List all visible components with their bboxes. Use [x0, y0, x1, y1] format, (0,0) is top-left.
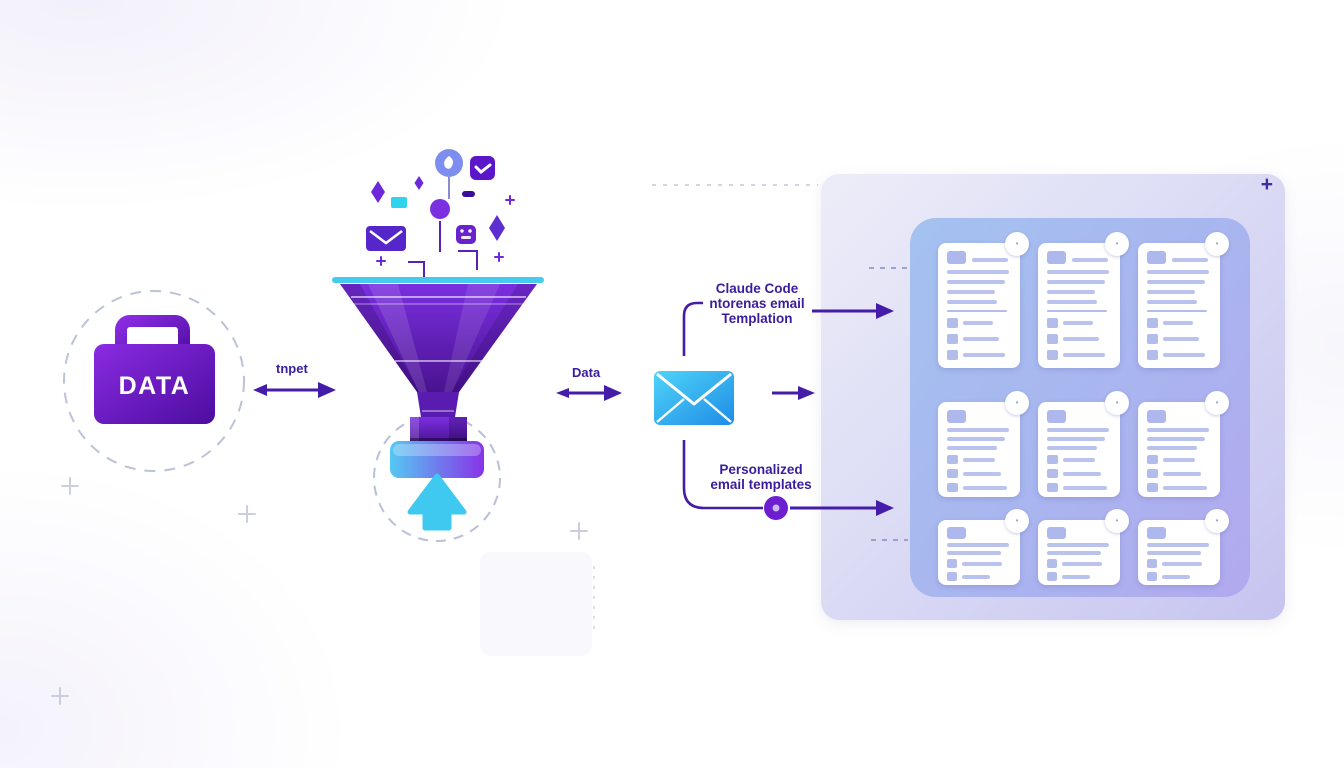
card-badge: • [1005, 232, 1029, 256]
up-arrow-icon [407, 473, 467, 531]
card-badge: • [1205, 509, 1229, 533]
top-note-line2: ntorenas email [709, 296, 805, 312]
bottom-note: Personalized email templates [686, 462, 836, 492]
template-card: • [1038, 391, 1129, 497]
card-row: • • • [938, 509, 1229, 585]
plus-icon: + [1260, 173, 1273, 196]
funnel-input-icons [366, 149, 515, 277]
pin-circle-icon [435, 149, 463, 177]
bottom-note-line1: Personalized [719, 462, 803, 477]
card-row: • • • [938, 232, 1229, 368]
card-badge: • [1105, 391, 1129, 415]
ghost-card [480, 552, 592, 656]
mail-icon [366, 226, 406, 251]
card-badge: • [1105, 509, 1129, 533]
top-note-line1: Claude Code [715, 281, 799, 296]
card-logo-chip [947, 251, 966, 264]
input-arrow-label: tnpet [276, 361, 308, 376]
data-arrow [556, 385, 622, 401]
templates-outer-panel: + • • • • • • • • • [821, 173, 1285, 620]
card-row: • • • [938, 391, 1229, 497]
card-logo-chip [1147, 251, 1166, 264]
card-badge: • [1205, 391, 1229, 415]
top-note: Claude Code ntorenas email Templation [682, 281, 832, 326]
card-badge: • [1205, 232, 1229, 256]
robot-icon [456, 225, 476, 244]
template-card: • [1038, 509, 1129, 585]
card-logo-chip [1147, 527, 1166, 539]
check-square-icon [470, 156, 495, 180]
card-logo-chip [1047, 410, 1066, 423]
template-card: • [938, 391, 1029, 497]
cyan-chip-icon [391, 197, 407, 208]
card-logo-chip [947, 527, 966, 539]
funnel-icon [332, 277, 544, 478]
card-badge: • [1005, 391, 1029, 415]
template-card: • [1138, 509, 1229, 585]
envelope-icon [654, 371, 734, 425]
template-card: • [1138, 232, 1229, 368]
template-card: • [938, 232, 1029, 368]
data-arrow-label: Data [572, 365, 601, 380]
card-logo-chip [947, 410, 966, 423]
template-card: • [1138, 391, 1229, 497]
card-logo-chip [1047, 527, 1066, 539]
card-logo-chip [1147, 410, 1166, 423]
card-badge: • [1005, 509, 1029, 533]
input-arrow [253, 382, 336, 398]
card-logo-chip [1047, 251, 1066, 264]
card-badge: • [1105, 232, 1129, 256]
bottom-note-line2: email templates [710, 477, 812, 493]
collector-pill [390, 441, 484, 478]
funnel-dashed-circle [373, 414, 501, 542]
dot-icon [430, 199, 450, 219]
top-note-line3: Templation [721, 311, 793, 327]
templates-inner-panel: • • • • • • • • • [910, 218, 1250, 597]
flow-node [764, 496, 788, 520]
data-box-label: DATA [118, 372, 191, 400]
template-card: • [938, 509, 1029, 585]
template-card: • [1038, 232, 1129, 368]
sparkle-icon [371, 181, 385, 203]
